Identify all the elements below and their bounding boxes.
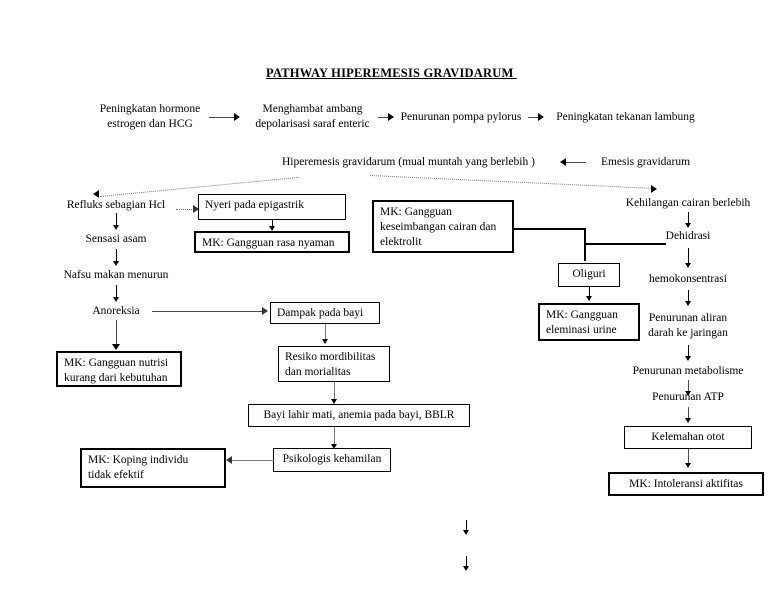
box-bayi-lahir-mati: Bayi lahir mati, anemia pada bayi, BBLR xyxy=(248,404,470,427)
edge-dampak-to-resiko xyxy=(325,324,326,342)
arrowhead-metabolisme-to-atp xyxy=(685,391,691,396)
edge-ambang-to-pompa xyxy=(378,117,390,118)
node-kehilangan-cairan-berlebih: Kehilangan cairan berlebih xyxy=(625,197,751,209)
edge-dehidrasi-to-hemokonsentrasi xyxy=(688,248,689,266)
node-anoreksia: Anoreksia xyxy=(92,305,140,317)
edge-nyeri-to-mk-nyaman xyxy=(272,220,273,229)
edge-oliguri-to-mk-eleminasi xyxy=(589,287,590,299)
node-refluks-sebagian-hcl: Refluks sebagian Hcl xyxy=(66,199,166,211)
arrowhead-anoreksia-to-mk-nutrisi xyxy=(112,344,120,350)
page-title: PATHWAY HIPEREMESIS GRAVIDARUM xyxy=(266,66,517,80)
box-mk-gangguan-nutrisi: MK: Gangguan nutrisi kurang dari kebutuh… xyxy=(56,351,182,387)
edge-hiperemesis-to-kehilangan xyxy=(369,175,655,189)
arrowhead-refluks-to-sensasi xyxy=(113,225,119,230)
box-mk-gangguan-cairan-elektrolit: MK: Gangguan keseimbangan cairan dan ele… xyxy=(372,200,514,253)
arrowhead-aliran-to-metabolisme xyxy=(685,356,691,361)
node-menghambat-ambang: Menghambat ambang depolarisasi saraf ent… xyxy=(255,103,370,130)
edge-sensasi-to-nafsu xyxy=(116,249,117,264)
box-oliguri: Oliguri xyxy=(558,263,620,287)
node-dehidrasi: Dehidrasi xyxy=(665,230,711,242)
arrowhead-ambang-to-pompa xyxy=(388,113,394,121)
arrowhead-emesis-to-hiperemesis xyxy=(560,158,566,166)
arrowhead-refluks-to-nyeri xyxy=(193,205,199,213)
node-peningkatan-tekanan: Peningkatan tekanan lambung xyxy=(556,111,695,123)
box-mk-gangguan-eleminasi-urine: MK: Gangguan eleminasi urine xyxy=(538,303,640,341)
arrowhead-pompa-to-tekanan xyxy=(538,113,544,121)
node-peningkatan-hormone: Peningkatan hormone estrogen dan HCG xyxy=(99,103,201,130)
arrowhead-orphan-one xyxy=(463,530,469,535)
arrowhead-nafsu-to-anoreksia xyxy=(113,297,119,302)
box-mk-intoleransi-aktifitas: MK: Intoleransi aktifitas xyxy=(608,472,764,496)
edge-kehilangan-to-dehidrasi xyxy=(688,212,689,226)
edge-anoreksia-to-mk-nutrisi xyxy=(116,320,117,348)
arrowhead-dehidrasi-to-hemokonsentrasi xyxy=(685,263,691,268)
node-penurunan-pompa: Penurunan pompa pylorus xyxy=(400,111,522,123)
node-hemokonsentrasi: hemokonsentrasi xyxy=(649,273,727,285)
node-penurunan-atp: Penurunan ATP xyxy=(652,391,724,403)
edge-psikologis-to-mk-koping xyxy=(232,460,274,461)
node-nafsu-makan-menurun: Nafsu makan menurun xyxy=(63,269,169,281)
arrowhead-hiperemesis-to-kehilangan xyxy=(651,185,657,193)
edge-hormone-to-ambang xyxy=(209,117,235,118)
edge-orphan-arrow-two xyxy=(466,556,467,569)
arrowhead-anoreksia-to-dampak xyxy=(262,307,268,315)
edge-refluks-to-nyeri xyxy=(176,209,198,210)
arrowhead-hormone-to-ambang xyxy=(234,113,240,121)
arrowhead-nyeri-to-mk-nyaman xyxy=(269,226,275,231)
node-emesis-gravidarum: Emesis gravidarum xyxy=(600,156,691,168)
edge-atp-to-kelemahan xyxy=(688,407,689,421)
edge-emesis-to-hiperemesis xyxy=(566,162,586,163)
box-psikologis-kehamilan: Psikologis kehamilan xyxy=(273,448,391,472)
arrowhead-kelemahan-to-mk-intoleransi xyxy=(685,463,691,468)
arrowhead-sensasi-to-nafsu xyxy=(113,261,119,266)
box-mk-koping-individu: MK: Koping individu tidak efektif xyxy=(80,448,226,488)
arrowhead-dampak-to-resiko xyxy=(322,339,328,344)
box-kelemahan-otot: Kelemahan otot xyxy=(624,426,752,449)
edge-pompa-to-tekanan xyxy=(528,117,540,118)
node-penurunan-metabolisme: Penurunan metabolisme xyxy=(632,365,744,377)
box-dampak-pada-bayi: Dampak pada bayi xyxy=(270,302,380,324)
edge-kelemahan-to-mk-intoleransi xyxy=(688,449,689,466)
arrowhead-psikologis-to-mk-koping xyxy=(226,456,232,464)
arrowhead-hiperemesis-to-refluks xyxy=(93,190,99,198)
edge-mk-cairan-down-to-oliguri xyxy=(584,228,586,244)
box-nyeri-pada-epigastrik: Nyeri pada epigastrik xyxy=(198,194,346,220)
edge-resiko-to-bayi-lahir xyxy=(334,382,335,402)
arrowhead-orphan-two xyxy=(463,566,469,571)
node-penurunan-aliran-darah: Penurunan aliran darah ke jaringan xyxy=(648,312,728,339)
edge-hemokonsentrasi-to-aliran xyxy=(688,290,689,304)
edge-aliran-to-metabolisme xyxy=(688,345,689,359)
edge-mk-cairan-horizontal xyxy=(514,228,586,230)
arrowhead-atp-to-kelemahan xyxy=(685,418,691,423)
box-mk-gangguan-rasa-nyaman: MK: Gangguan rasa nyaman xyxy=(194,231,350,253)
edge-oliguri-stub xyxy=(584,243,586,261)
edge-orphan-arrow-one xyxy=(466,520,467,533)
node-hiperemesis-gravidarum: Hiperemesis gravidarum (mual muntah yang… xyxy=(282,156,535,168)
edge-metabolisme-to-atp xyxy=(688,380,689,394)
arrowhead-kehilangan-to-dehidrasi xyxy=(685,223,691,228)
node-sensasi-asam: Sensasi asam xyxy=(85,233,147,245)
edge-refluks-to-sensasi xyxy=(116,213,117,228)
edge-bayi-lahir-to-psikologis xyxy=(334,427,335,447)
edge-mk-cairan-to-dehidrasi xyxy=(584,243,666,245)
edge-anoreksia-to-dampak xyxy=(152,311,264,312)
arrowhead-resiko-to-bayi-lahir xyxy=(331,399,337,404)
box-resiko-mordibilitas: Resiko mordibilitas dan morialitas xyxy=(278,346,390,382)
arrowhead-bayi-lahir-to-psikologis xyxy=(331,444,337,449)
arrowhead-oliguri-to-mk-eleminasi xyxy=(586,296,592,301)
edge-nafsu-to-anoreksia xyxy=(116,285,117,300)
arrowhead-hemokonsentrasi-to-aliran xyxy=(685,301,691,306)
